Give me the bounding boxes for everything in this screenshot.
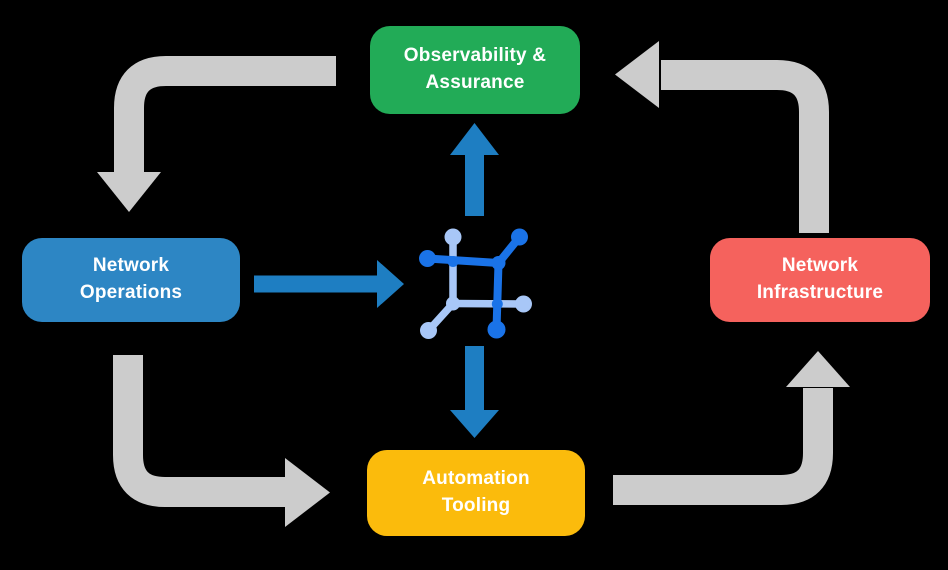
icon-junction-light: [446, 296, 460, 311]
network-node-icon: [419, 228, 532, 339]
arrow-shaft: [114, 56, 336, 174]
node-automation-tooling: Automation Tooling: [367, 450, 585, 536]
arrow-head-right-icon: [285, 458, 330, 527]
node-label-line: Operations: [79, 282, 183, 303]
node-label-line: Tooling: [441, 495, 511, 516]
arrow-shaft: [113, 355, 287, 507]
arrow-observability-to-operations: [97, 56, 336, 212]
icon-node-light: [444, 228, 462, 246]
arrow-center-to-automation: [450, 346, 499, 438]
icon-strand-light: [449, 299, 527, 308]
icon-strand-dark: [492, 259, 503, 334]
node-observability-assurance: Observability & Assurance: [370, 26, 580, 114]
icon-node-light: [420, 322, 437, 339]
icon-junction-dark: [491, 256, 506, 270]
arrow-shaft: [661, 60, 829, 233]
icon-junction-dark: [491, 298, 503, 310]
arrow-infrastructure-to-observability: [615, 41, 829, 233]
icon-node-light: [515, 295, 532, 313]
icon-junction-dark: [447, 256, 459, 267]
node-network-operations: Network Operations: [22, 238, 240, 322]
icon-strand-dark: [423, 254, 503, 267]
node-network-infrastructure: Network Infrastructure: [710, 238, 930, 322]
arrow-operations-to-center: [254, 260, 404, 308]
icon-node-dark: [487, 320, 506, 339]
arrow-head-up-icon: [786, 351, 850, 387]
arrow-automation-to-infrastructure: [613, 351, 850, 505]
icon-node-dark: [511, 228, 528, 246]
arrow-head-down-icon: [450, 410, 499, 438]
arrow-head-left-icon: [615, 41, 659, 108]
node-label-line: Network: [92, 255, 170, 277]
node-label-line: Network: [781, 255, 859, 277]
arrow-head-down-icon: [97, 172, 161, 212]
node-label-line: Automation: [422, 468, 530, 490]
icon-node-dark: [419, 250, 436, 267]
node-label-line: Observability &: [403, 45, 547, 67]
arrow-operations-to-automation: [113, 355, 330, 527]
arrow-center-to-observability: [450, 123, 499, 216]
arrow-head-right-icon: [377, 260, 404, 308]
node-label-line: Assurance: [425, 72, 525, 93]
arrow-head-up-icon: [450, 123, 499, 155]
arrow-shaft: [613, 388, 833, 505]
node-label-line: Infrastructure: [756, 282, 884, 303]
